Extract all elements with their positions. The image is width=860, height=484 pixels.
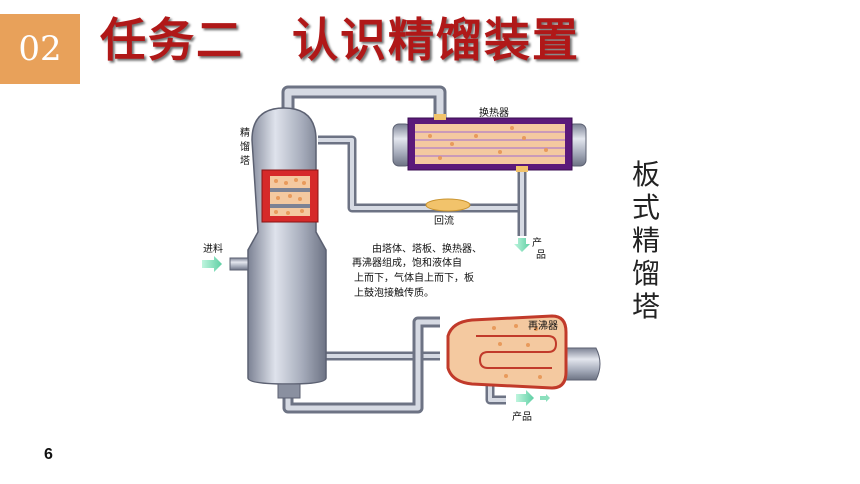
- reflux-label: 回流: [434, 214, 454, 227]
- section-number-badge: 02: [0, 14, 80, 84]
- product-top-arrow-icon: [514, 238, 530, 252]
- description-line-3: 上而下，气体自上而下，板: [354, 271, 474, 284]
- feed-arrow-icon: [202, 256, 222, 272]
- product-top-label-1: 产: [532, 236, 542, 249]
- page-number: 6: [44, 446, 53, 463]
- condenser-label: 换热器: [479, 106, 509, 119]
- reflux-liquid: [425, 198, 471, 212]
- description-line-4: 上鼓泡接触传质。: [354, 286, 434, 299]
- feed-nozzle: [229, 257, 249, 271]
- description-line-1: 由塔体、塔板、换热器、: [372, 242, 482, 255]
- product-bottom-label: 产品: [512, 410, 532, 423]
- product-bottom-arrow-icon: [516, 390, 550, 406]
- distillation-column: [247, 107, 327, 399]
- column-label-2: 馏: [240, 140, 250, 153]
- side-vertical-label: 板式精馏塔: [631, 158, 660, 323]
- page-title: 任务二 认识精馏装置: [100, 13, 580, 67]
- section-number: 02: [18, 29, 62, 69]
- column-label-3: 塔: [240, 154, 250, 167]
- product-top-label-2: 品: [536, 249, 546, 261]
- column-label-1: 精: [240, 126, 250, 139]
- feed-label: 进料: [203, 242, 223, 255]
- condenser: [392, 114, 587, 172]
- reboiler-label: 再沸器: [528, 319, 558, 332]
- reboiler-pipes: [282, 316, 506, 414]
- description-line-2: 再沸器组成，饱和液体自: [352, 256, 462, 269]
- vapor-pipe: [281, 85, 447, 118]
- reboiler: [446, 314, 601, 390]
